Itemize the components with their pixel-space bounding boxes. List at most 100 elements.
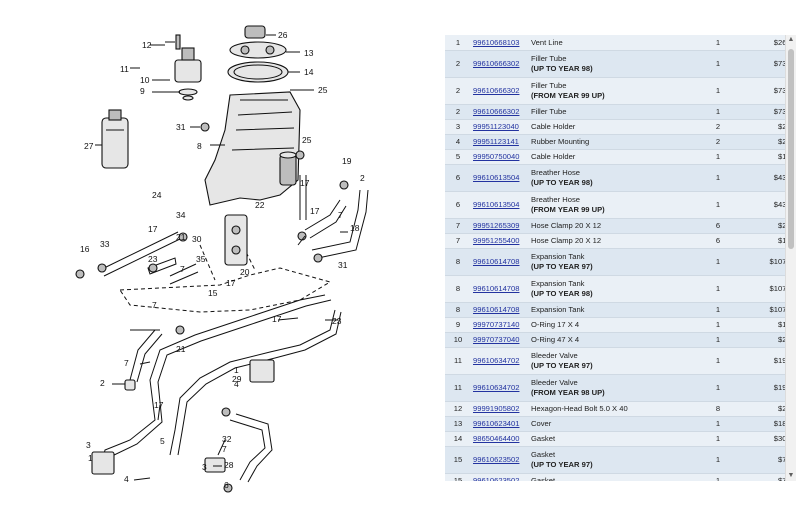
item-number: 13 (445, 416, 471, 432)
part-description: Breather Hose (531, 195, 580, 205)
part-description: Gasket (531, 433, 556, 443)
part-number-cell: 99610634702 (471, 374, 529, 402)
parts-scrollbar[interactable]: ▲ ▼ (785, 35, 796, 481)
part-number-link[interactable]: 99610623502 (473, 454, 520, 464)
description-cell: Filler Tube (529, 104, 681, 120)
part-number-link[interactable]: 99951255400 (473, 235, 520, 245)
quantity: 1 (681, 374, 755, 402)
callout-label: 17 (226, 278, 236, 288)
scroll-up-arrow-icon[interactable]: ▲ (787, 36, 795, 43)
part-number-cell: 98650464400 (471, 431, 529, 447)
part-number-cell: 99951123040 (471, 119, 529, 135)
description-cell: Cable Holder (529, 119, 681, 135)
callout-label: 5 (160, 436, 165, 446)
part-number-link[interactable]: 99610623401 (473, 418, 520, 428)
part-number-link[interactable]: 99610666302 (473, 58, 520, 68)
part-description: Expansion Tank (531, 252, 585, 262)
quantity: 1 (681, 332, 755, 348)
price: $2.48 (755, 401, 785, 417)
price: $73.84 (755, 104, 785, 120)
callout-label: 23 (332, 316, 342, 326)
quantity: 1 (681, 446, 755, 474)
expansion-tank-part (204, 91, 301, 206)
part-number-cell: 99991905802 (471, 401, 529, 417)
part-number-link[interactable]: 99610668103 (473, 37, 520, 47)
part-description: Vent Line (531, 37, 563, 47)
quantity: 1 (681, 191, 755, 219)
price: $2.48 (755, 134, 785, 150)
callout-label: 1 (88, 453, 93, 463)
part-number-link[interactable]: 99951123141 (473, 136, 519, 146)
part-number-cell: 99610666302 (471, 50, 529, 78)
part-number-link[interactable]: 99610634702 (473, 382, 520, 392)
scroll-down-arrow-icon[interactable]: ▼ (787, 472, 795, 479)
part-description: Cable Holder (531, 121, 576, 131)
callout-label: 27 (84, 141, 94, 151)
callout-label: 17 (300, 178, 310, 188)
quantity: 2 (681, 119, 755, 135)
callout-label: 2 (360, 173, 365, 183)
callout-label: 31 (176, 122, 186, 132)
description-cell: Cable Holder (529, 149, 681, 165)
quantity: 1 (681, 416, 755, 432)
part-number-link[interactable]: 99610614708 (473, 304, 520, 314)
description-cell: Expansion Tank(UP TO YEAR 98) (529, 275, 681, 303)
part-number-link[interactable]: 99950750040 (473, 151, 520, 161)
part-number-link[interactable]: 99610614708 (473, 256, 520, 266)
part-number-link[interactable]: 99970737140 (473, 319, 520, 329)
quantity: 1 (681, 317, 755, 333)
part-number-link[interactable]: 98650464400 (473, 433, 520, 443)
part-description: Expansion Tank (531, 279, 585, 289)
quantity: 2 (681, 134, 755, 150)
item-number: 12 (445, 401, 471, 417)
callout-label: 18 (350, 223, 360, 233)
callout-label: 23 (148, 254, 158, 264)
year-note: (UP TO YEAR 97) (531, 459, 593, 469)
callout-label: 29 (232, 374, 242, 384)
quantity: 1 (681, 431, 755, 447)
description-cell: Bleeder Valve(UP TO YEAR 97) (529, 347, 681, 375)
scroll-thumb[interactable] (788, 49, 794, 249)
part-number-link[interactable]: 99610634702 (473, 355, 520, 365)
description-cell: O-Ring 17 X 4 (529, 317, 681, 333)
part-description: Gasket (531, 450, 556, 460)
price: $18.31 (755, 416, 785, 432)
item-number: 10 (445, 332, 471, 348)
part-number-link[interactable]: 99610614708 (473, 283, 520, 293)
year-note: (UP TO YEAR 97) (531, 261, 593, 271)
part-number-link[interactable]: 99951265309 (473, 220, 520, 230)
description-cell: Bleeder Valve(FROM YEAR 98 UP) (529, 374, 681, 402)
part-number-link[interactable]: 99970737040 (473, 334, 520, 344)
part-number-link[interactable]: 99951123040 (473, 121, 519, 131)
item-number: 5 (445, 149, 471, 165)
part-number-link[interactable]: 99610613504 (473, 199, 520, 209)
part-number-link[interactable]: 99610613504 (473, 172, 520, 182)
part-number-cell: 99951123141 (471, 134, 529, 150)
part-number-link[interactable]: 99610666302 (473, 106, 520, 116)
callout-label: 17 (148, 224, 158, 234)
part-number-link[interactable]: 99610666302 (473, 85, 520, 95)
callout-label: 6 (224, 480, 229, 490)
callout-label: 25 (318, 85, 328, 95)
callout-label: 33 (100, 239, 110, 249)
item-number: 11 (445, 374, 471, 402)
item-number: 15 (445, 446, 471, 474)
price: $26.74 (755, 35, 785, 51)
quantity: 6 (681, 233, 755, 249)
quantity: 1 (681, 35, 755, 51)
description-cell: Breather Hose(FROM YEAR 99 UP) (529, 191, 681, 219)
year-note: (FROM YEAR 99 UP) (531, 90, 605, 100)
part-number-link[interactable]: 99610623502 (473, 475, 520, 481)
price: $19.25 (755, 374, 785, 402)
part-number-link[interactable]: 99991905802 (473, 403, 520, 413)
callout-label: 7 (124, 358, 129, 368)
callout-label: 21 (176, 232, 186, 242)
callout-label: 21 (176, 344, 186, 354)
